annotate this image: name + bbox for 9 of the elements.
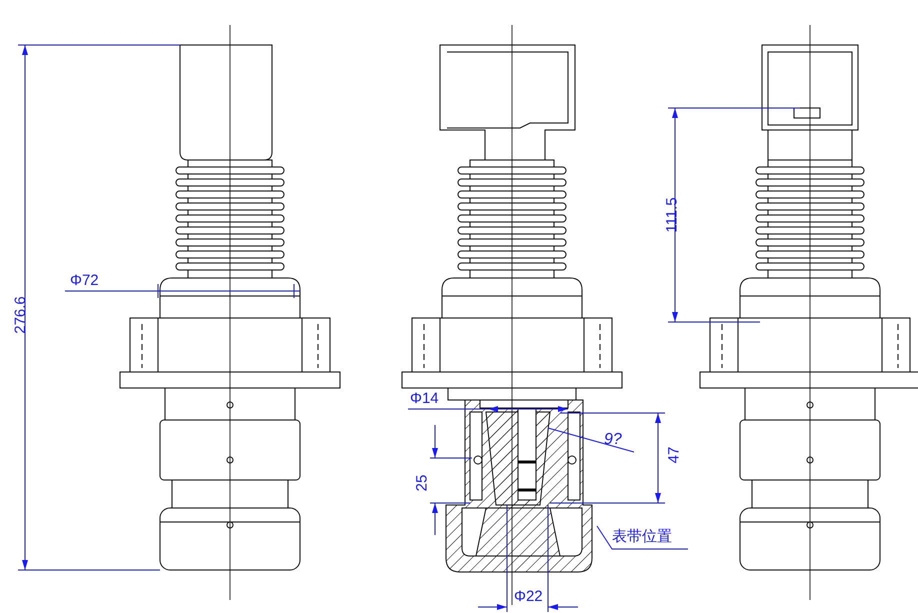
leader-line (548, 428, 634, 452)
callout-text: 9? (604, 430, 634, 452)
dimension-text: Φ72 (70, 272, 99, 290)
callout-text: 表带位置 (612, 527, 676, 549)
dimension-text: Φ22 (514, 588, 543, 606)
dimension-text: 47 (665, 446, 684, 464)
dimension-text: 25 (413, 474, 432, 492)
leader-line (596, 526, 688, 550)
dimension-text: Φ14 (410, 390, 439, 408)
